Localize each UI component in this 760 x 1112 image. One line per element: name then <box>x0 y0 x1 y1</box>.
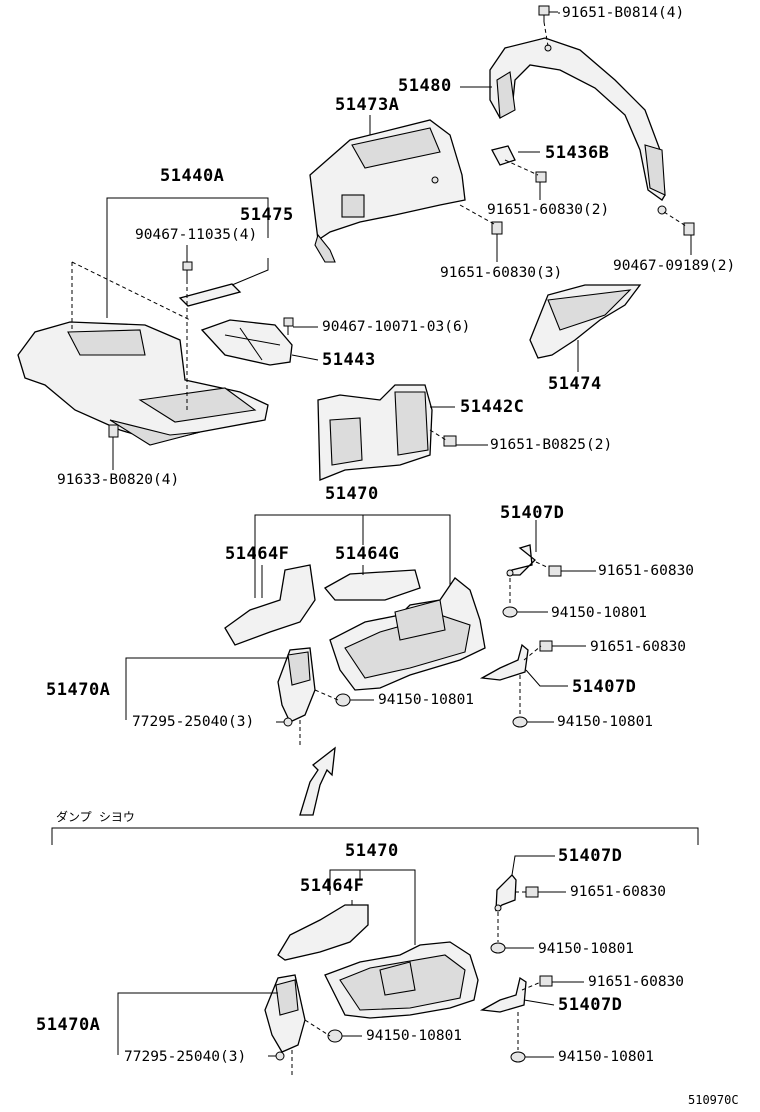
bracket-51470a-upper <box>277 647 351 745</box>
label-91651-60830-3: 91651-60830(3) <box>440 265 563 281</box>
cover-assembly-51470-lower <box>277 904 479 1019</box>
label-51407d-lower-b: 51407D <box>558 995 623 1015</box>
label-51464g: 51464G <box>335 544 400 564</box>
label-94150-10801-e: 94150-10801 <box>366 1028 463 1044</box>
label-51470-lower: 51470 <box>345 841 399 861</box>
label-51442c: 51442C <box>460 397 525 417</box>
bracket-51436b <box>491 145 547 183</box>
label-51480: 51480 <box>398 76 452 96</box>
bracket-51470a-lower <box>264 974 343 1075</box>
drawing-code: 510970C <box>688 1093 739 1107</box>
label-91633-b0820: 91633-B0820(4) <box>57 472 180 488</box>
bracket-51407d-lower-b <box>479 975 553 1063</box>
label-94150-10801-d: 94150-10801 <box>538 941 635 957</box>
section-title-dump: ダンプ シヨウ <box>56 810 135 824</box>
bracket-51407d-upper-a <box>502 544 562 618</box>
cover-51473a <box>309 119 466 263</box>
bracket-51474 <box>529 284 642 359</box>
arrow-reference <box>299 746 336 816</box>
label-51407d-upper-a: 51407D <box>500 503 565 523</box>
panel-51442c <box>317 384 433 481</box>
leader-lines <box>106 12 692 1058</box>
clip-90467-09189 <box>663 211 695 236</box>
label-94150-10801-f: 94150-10801 <box>558 1049 655 1065</box>
fender-liner-51480 <box>489 37 667 215</box>
label-51436b: 51436B <box>545 143 610 163</box>
label-51464f-upper: 51464F <box>225 544 290 564</box>
label-91651-b0814: 91651-B0814(4) <box>562 5 685 21</box>
cover-assembly-51470-upper <box>224 564 486 691</box>
plate-51443 <box>200 319 293 366</box>
label-90467-11035: 90467-11035(4) <box>135 227 258 243</box>
label-91651-60830-d: 91651-60830 <box>588 974 685 990</box>
bolt-91651-b0814 <box>538 5 558 47</box>
label-51470a-upper: 51470A <box>46 680 111 700</box>
label-90467-10071: 90467-10071-03(6) <box>322 319 471 335</box>
plate-51475 <box>178 283 242 307</box>
label-91651-60830-b: 91651-60830 <box>590 639 687 655</box>
label-91651-b0825: 91651-B0825(2) <box>490 437 613 453</box>
label-51464f-lower: 51464F <box>300 876 365 896</box>
label-51474: 51474 <box>548 374 602 394</box>
label-51470-upper: 51470 <box>325 484 379 504</box>
screw-90467-10071 <box>283 317 294 335</box>
label-94150-10801-c: 94150-10801 <box>557 714 654 730</box>
label-94150-10801-b: 94150-10801 <box>378 692 475 708</box>
label-51470a-lower: 51470A <box>36 1015 101 1035</box>
label-51475: 51475 <box>240 205 294 225</box>
label-51440a: 51440A <box>160 166 225 186</box>
bolt-91633-b0820 <box>108 424 119 460</box>
label-77295-25040-lower: 77295-25040(3) <box>124 1049 247 1065</box>
label-91651-60830-a: 91651-60830 <box>598 563 695 579</box>
bracket-51407d-upper-b <box>479 640 553 728</box>
label-51407d-upper-b: 51407D <box>572 677 637 697</box>
label-91651-60830-c: 91651-60830 <box>570 884 667 900</box>
label-51407d-lower-a: 51407D <box>558 846 623 866</box>
label-51443: 51443 <box>322 350 376 370</box>
label-90467-09189: 90467-09189(2) <box>613 258 736 274</box>
bolt-91651-b0825 <box>429 429 457 447</box>
bracket-51407d-lower-a <box>490 874 539 954</box>
cover-51440a <box>17 321 269 446</box>
label-91651-60830-2: 91651-60830(2) <box>487 202 610 218</box>
label-94150-10801-a: 94150-10801 <box>551 605 648 621</box>
label-51473a: 51473A <box>335 95 400 115</box>
label-77295-25040-upper: 77295-25040(3) <box>132 714 255 730</box>
